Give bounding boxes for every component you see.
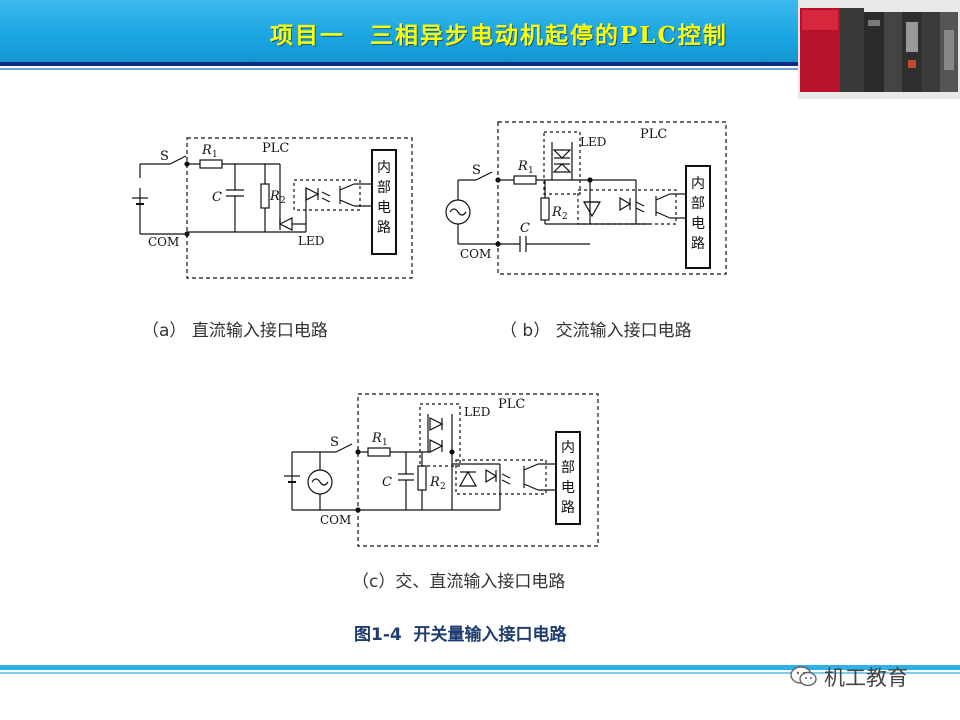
circuit-c-r1-sub: 1 — [382, 438, 388, 448]
circuit-b-cap-label: C — [520, 221, 530, 236]
circuit-a-com-label: COM — [148, 235, 179, 249]
circuit-a-internal-4: 路 — [377, 220, 391, 236]
watermark: 机工教育 — [790, 662, 908, 692]
circuit-b-r2-sub: 2 — [562, 212, 568, 222]
circuit-b-switch-label: S — [472, 163, 481, 178]
circuit-c-r1-label: R — [371, 431, 382, 446]
circuit-a-r2-label: R — [269, 189, 280, 204]
circuit-c-plc-label: PLC — [498, 397, 525, 412]
watermark-text: 机工教育 — [824, 666, 908, 690]
circuit-a-r1-sub: 1 — [212, 150, 218, 160]
circuit-a-switch-label: S — [160, 149, 169, 164]
circuit-a-internal-3: 电 — [377, 200, 391, 216]
circuit-b-internal-1: 内 — [691, 176, 705, 192]
header-rule-thin — [0, 68, 960, 70]
circuit-c-com-label: COM — [320, 513, 351, 527]
circuit-c-r2-label: R — [429, 475, 440, 490]
figure-title: 图1-4 开关量输入接口电路 — [354, 625, 567, 645]
circuit-c-diagram: PLC S R 1 C R 2 LED COM 内 部 电 路 — [284, 393, 599, 547]
circuit-b-com-label: COM — [460, 247, 491, 261]
footer-rule — [0, 672, 960, 674]
circuit-a-caption: （a） 直流输入接口电路 — [142, 321, 328, 341]
circuit-b-internal-4: 路 — [691, 236, 705, 252]
slide-title: 项目一 三相异步电动机起停的PLC控制 — [270, 22, 728, 49]
circuit-c-internal-4: 路 — [561, 500, 575, 516]
circuit-b-r1-sub: 1 — [528, 166, 534, 176]
circuit-a-internal-2: 部 — [377, 180, 391, 196]
circuit-b-led-label: LED — [580, 135, 606, 149]
circuit-c-switch-label: S — [330, 435, 339, 450]
circuit-a-r2-sub: 2 — [280, 196, 286, 206]
circuit-c-internal-1: 内 — [561, 440, 575, 456]
circuit-b-internal-2: 部 — [691, 196, 705, 212]
circuit-b-r1-label: R — [517, 159, 528, 174]
circuit-a-r1-label: R — [201, 143, 212, 158]
circuit-b-caption: （ b） 交流输入接口电路 — [500, 321, 692, 341]
footer-bar — [0, 665, 960, 670]
circuit-a-led-label: LED — [298, 234, 324, 248]
circuit-c-internal-2: 部 — [561, 460, 575, 476]
circuit-b-plc-label: PLC — [640, 127, 667, 142]
circuit-a-plc-label: PLC — [262, 141, 289, 156]
circuit-a-cap-label: C — [212, 190, 222, 205]
circuit-b-r2-label: R — [551, 205, 562, 220]
circuit-a-diagram: PLC S R 1 C R 2 LED COM 内 部 电 路 — [132, 137, 413, 279]
circuit-b-diagram: PLC S R 1 C R 2 LED COM 内 部 电 路 — [445, 121, 727, 275]
plc-hardware-image — [798, 0, 960, 99]
circuit-b-internal-3: 电 — [691, 216, 705, 232]
circuit-c-cap-label: C — [382, 475, 392, 490]
header-rule — [0, 62, 960, 66]
circuit-c-internal-3: 电 — [561, 480, 575, 496]
circuit-c-led-label: LED — [464, 405, 490, 419]
circuit-a-internal-1: 内 — [377, 160, 391, 176]
circuit-c-caption: （c）交、直流输入接口电路 — [352, 572, 566, 592]
wechat-icon — [790, 666, 817, 687]
circuit-c-r2-sub: 2 — [440, 482, 446, 492]
